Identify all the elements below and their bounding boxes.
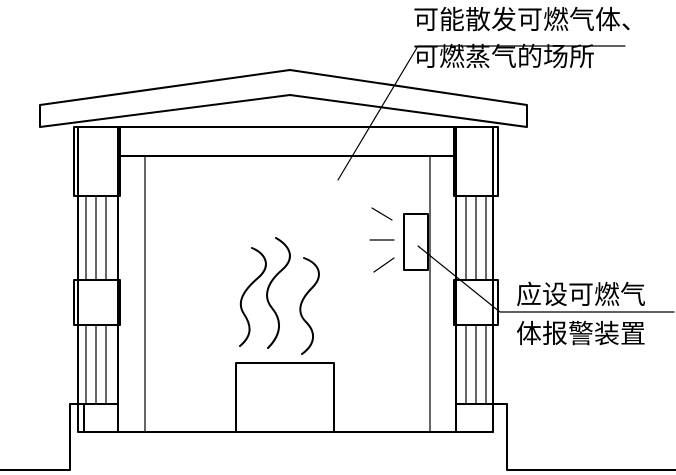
detector-label-line1: 应设可燃气 [516,281,646,311]
building-icon [0,69,676,471]
interior-wall-outline [144,155,431,433]
callout-lines [337,45,675,313]
ceiling-beam [117,126,457,157]
ground-line [0,403,676,471]
detector-label-line2: 体报警装置 [516,320,646,350]
vapor-wave-icon [239,237,320,355]
equipment-box-icon [235,362,335,433]
detector-label: 应设可燃气 体报警装置 [516,281,646,350]
gas-detector-icon [403,213,429,271]
hazard-area-label-line2: 可燃蒸气的场所 [413,43,595,73]
right-wall [453,126,508,433]
hazard-area-label-line1: 可能散发可燃气体、 [413,6,647,36]
alarm-ray-icon [369,207,395,273]
roof-outline [39,69,528,128]
left-wall [69,126,121,433]
hazard-area-label: 可能散发可燃气体、 可燃蒸气的场所 [413,6,647,73]
